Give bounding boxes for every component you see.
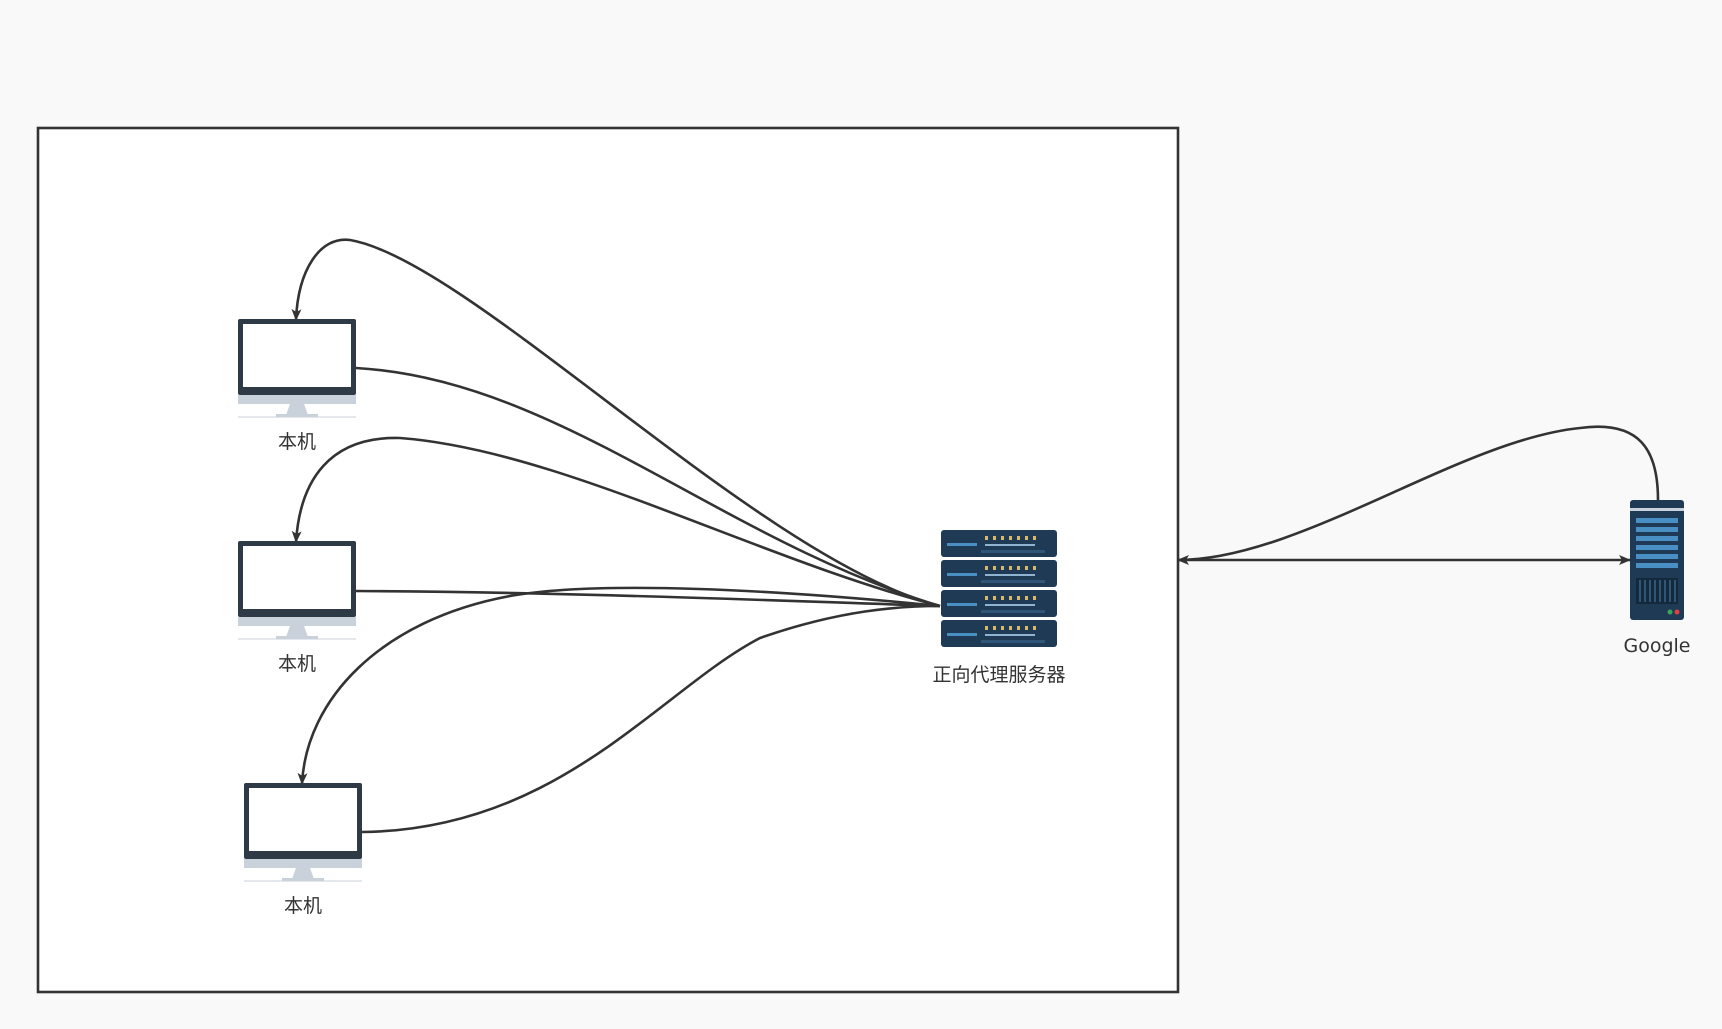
monitor-icon — [244, 783, 362, 882]
edge-proxy-to-client-3[interactable] — [297, 586, 941, 785]
edge-proxy-to-client-2[interactable] — [291, 436, 941, 608]
google-label: Google — [1623, 635, 1690, 657]
proxy-node[interactable]: 正向代理服务器 — [932, 530, 1066, 686]
proxy-label: 正向代理服务器 — [932, 664, 1065, 686]
edge-client-3-to-proxy[interactable] — [361, 604, 941, 834]
edge-google-to-boundary[interactable] — [1177, 425, 1660, 565]
client-label-3: 本机 — [284, 895, 322, 917]
client-node-1[interactable]: 本机 — [238, 319, 356, 453]
client-node-2[interactable]: 本机 — [238, 541, 356, 675]
google-node[interactable]: Google — [1623, 500, 1691, 657]
client-label-1: 本机 — [278, 431, 316, 453]
client-label-2: 本机 — [278, 653, 316, 675]
monitor-icon — [238, 541, 356, 640]
edge-client-1-to-proxy[interactable] — [355, 366, 941, 608]
edge-client-2-to-proxy[interactable] — [355, 589, 941, 608]
server-rack-icon — [941, 530, 1057, 647]
server-tower-icon — [1630, 500, 1684, 620]
edges — [291, 238, 1660, 834]
edge-proxy-to-client-1[interactable] — [291, 238, 941, 608]
monitor-icon — [238, 319, 356, 418]
client-node-3[interactable]: 本机 — [244, 783, 362, 917]
